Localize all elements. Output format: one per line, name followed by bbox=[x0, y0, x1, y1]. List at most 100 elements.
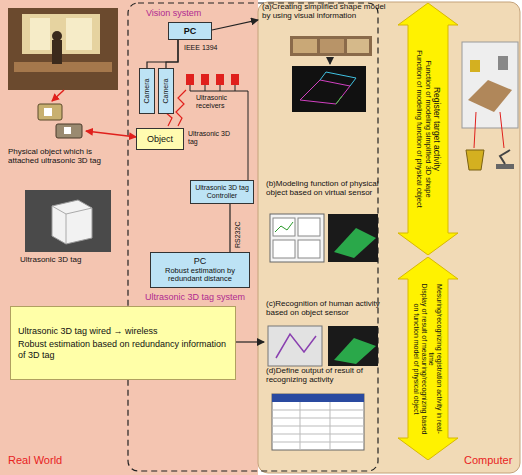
result-table bbox=[272, 426, 364, 427]
flow-arrow bbox=[212, 20, 258, 30]
camera-box: Camera bbox=[139, 68, 155, 114]
computer-panel: Computer Register target activityFunction… bbox=[256, 0, 522, 475]
photo-strip bbox=[320, 39, 344, 53]
pc-box: PC bbox=[168, 22, 212, 40]
object-box: Object bbox=[136, 128, 184, 150]
photo-strip bbox=[293, 39, 317, 53]
registration-screenshot bbox=[468, 80, 512, 112]
result-table bbox=[272, 442, 364, 443]
photo-table bbox=[14, 62, 112, 72]
leader-line bbox=[474, 112, 476, 148]
controller-box: Ultrasonic 3D tag Controller bbox=[190, 180, 254, 204]
double-arrow: Mesuring/recognizing registration activi… bbox=[398, 257, 458, 460]
system-label: Vision system bbox=[146, 8, 226, 18]
tag-mark bbox=[44, 108, 52, 116]
result-table bbox=[272, 394, 364, 450]
step-label: (b)Modeling function of physical object … bbox=[266, 180, 394, 198]
leader-line bbox=[500, 112, 504, 148]
tag-cube bbox=[52, 200, 92, 244]
camera-box: Camera bbox=[158, 68, 174, 114]
association-arrow bbox=[52, 90, 64, 101]
screenshot bbox=[273, 240, 295, 258]
box-text: Robust estimation by redundant distance bbox=[154, 267, 246, 284]
box-text: PC bbox=[194, 256, 207, 266]
receiver-bus bbox=[205, 85, 206, 91]
registration-screenshot bbox=[498, 56, 508, 70]
box-text: Object bbox=[147, 134, 173, 144]
association-arrow bbox=[86, 131, 136, 137]
model-view bbox=[334, 338, 376, 364]
box-text: PC bbox=[184, 26, 197, 36]
result-table bbox=[272, 434, 364, 435]
arrow-body bbox=[398, 257, 458, 460]
flow-arrow bbox=[330, 57, 331, 64]
receiver-bus bbox=[220, 85, 221, 91]
double-arrow: Register target activityFunction of mode… bbox=[398, 3, 458, 255]
arrow-text-block: Mesuring/recognizing registration activi… bbox=[413, 282, 444, 435]
screenshot bbox=[298, 240, 320, 258]
model-view bbox=[328, 214, 378, 262]
photo-strip bbox=[347, 39, 369, 53]
result-table bbox=[300, 402, 301, 450]
activity-view bbox=[276, 334, 316, 358]
computer-ground bbox=[258, 2, 520, 473]
object-photo bbox=[56, 124, 82, 138]
room-photo bbox=[8, 8, 118, 90]
arrow-text: Function of modeling simplified 3D shape bbox=[423, 28, 431, 230]
receiver-bus bbox=[235, 85, 236, 91]
photo-window bbox=[66, 18, 92, 50]
tag-cube bbox=[66, 214, 67, 244]
flow-arrow bbox=[236, 341, 264, 342]
connector bbox=[229, 204, 230, 252]
photo-caption: Ultrasonic 3D tag bbox=[20, 256, 120, 265]
system-label: Ultrasonic 3D tag system bbox=[145, 292, 270, 302]
connector bbox=[166, 40, 178, 68]
arrow-shape bbox=[398, 257, 458, 460]
arrow-text-block: Register target activityFunction of mode… bbox=[415, 28, 441, 230]
box-text: Ultrasonic 3D tag wired → wireless bbox=[18, 326, 158, 336]
shape-model bbox=[320, 72, 356, 86]
arrow-text: Display of result of measuring/recognizi… bbox=[413, 282, 428, 435]
activity-view bbox=[268, 326, 322, 366]
photo-caption: Physical object which is attached ultras… bbox=[8, 148, 122, 166]
model-view bbox=[328, 326, 378, 366]
step-label: (d)Define output of result of recognizin… bbox=[266, 367, 394, 385]
result-table bbox=[272, 418, 364, 419]
box-text: Robust estimation based on redundancy in… bbox=[18, 339, 228, 360]
bin-icon bbox=[466, 150, 484, 170]
photo-person bbox=[52, 31, 62, 41]
screenshot bbox=[273, 218, 295, 236]
screenshot bbox=[270, 214, 324, 262]
model-view bbox=[334, 228, 376, 258]
bus-label: IEEE 1394 bbox=[184, 44, 244, 52]
region-title: Computer bbox=[464, 454, 512, 467]
receiver-symbol bbox=[216, 74, 224, 85]
tag-mark bbox=[64, 127, 71, 134]
object-photo bbox=[38, 104, 62, 120]
tag-photo bbox=[25, 190, 111, 252]
pc-box: PCRobust estimation by redundant distanc… bbox=[150, 252, 250, 288]
shape-model bbox=[300, 80, 350, 104]
shape-model bbox=[336, 96, 342, 104]
bus-label: RS232C bbox=[234, 222, 242, 248]
photo-window bbox=[30, 18, 50, 50]
real-world-panel: Real WorldPCCameraCameraObjectUltrasonic… bbox=[0, 0, 256, 475]
arrow-heading: Mesuring/recognizing registration activi… bbox=[428, 282, 443, 435]
result-table bbox=[272, 394, 364, 402]
photo-strip bbox=[290, 36, 372, 56]
photo-person bbox=[52, 40, 62, 64]
arrow-body bbox=[398, 3, 458, 255]
arrow-heading: Register target activity bbox=[432, 28, 441, 230]
part-label: Ultrasonic 3D tag bbox=[188, 130, 240, 146]
box-text: Ultrasonic 3D tag Controller bbox=[194, 184, 250, 200]
receiver-symbol bbox=[201, 74, 209, 85]
registration-screenshot bbox=[470, 60, 480, 72]
result-table bbox=[330, 402, 331, 450]
box-text: Camera bbox=[143, 79, 151, 104]
connector bbox=[147, 40, 178, 68]
lamp-icon bbox=[496, 164, 514, 169]
receiver-symbol bbox=[231, 74, 239, 85]
lamp-icon bbox=[500, 150, 510, 164]
region-title: Real World bbox=[8, 454, 62, 467]
